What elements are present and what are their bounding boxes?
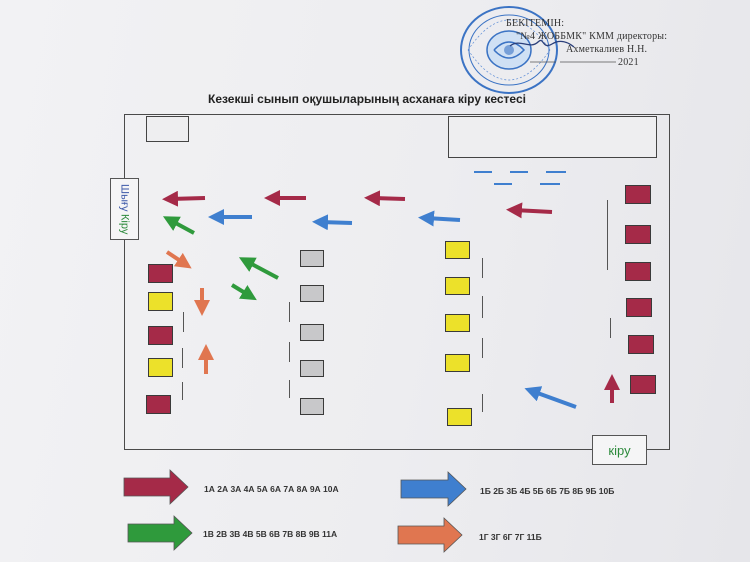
- exit-label: Шығу: [118, 184, 131, 212]
- table: [628, 335, 654, 354]
- table: [625, 262, 651, 281]
- table: [300, 360, 324, 377]
- table: [625, 225, 651, 244]
- divider-line: [289, 342, 290, 362]
- left-door: Шығу Кіру: [110, 178, 139, 240]
- legend-label-green: 1В 2В 3В 4В 5В 6В 7В 8В 9В 11А: [203, 529, 338, 539]
- table: [148, 326, 173, 345]
- table: [148, 264, 173, 283]
- legend-label-blue: 1Б 2Б 3Б 4Б 5Б 6Б 7Б 8Б 9Б 10Б: [480, 486, 615, 496]
- table: [445, 314, 470, 332]
- table: [300, 285, 324, 302]
- table: [630, 375, 656, 394]
- approval-line-4: 2021: [618, 57, 639, 68]
- divider-line: [482, 394, 483, 412]
- right-door: кіру: [592, 435, 647, 465]
- table: [300, 324, 324, 341]
- table: [445, 241, 470, 259]
- enter-label-left: Кіру: [118, 213, 131, 234]
- table: [447, 408, 472, 426]
- divider-line: [482, 296, 483, 318]
- table: [300, 250, 324, 267]
- approval-line-2: "№4 ЖОББМК" КММ директоры:: [516, 31, 668, 42]
- table: [626, 298, 652, 317]
- divider-line: [289, 380, 290, 398]
- approval-line-1: БЕКІТЕМІН:: [506, 18, 565, 29]
- divider-line: [610, 318, 611, 338]
- legend-label-maroon: 1А 2А 3А 4А 5А 6А 7А 8А 9А 10А: [204, 484, 339, 494]
- divider-line: [482, 338, 483, 358]
- divider-line: [607, 200, 608, 270]
- corner-box: [146, 116, 189, 142]
- divider-line: [183, 312, 184, 332]
- dining-hall-outline: [124, 114, 670, 450]
- divider-line: [482, 258, 483, 278]
- table: [146, 395, 171, 414]
- table: [445, 277, 470, 295]
- enter-label-right: кіру: [608, 442, 631, 458]
- legend-label-orange: 1Г 3Г 6Г 7Г 11Б: [479, 532, 542, 542]
- table: [148, 292, 173, 311]
- divider-line: [289, 302, 290, 322]
- table: [148, 358, 173, 377]
- table: [625, 185, 651, 204]
- serving-counter: [448, 116, 657, 158]
- divider-line: [182, 382, 183, 400]
- table: [300, 398, 324, 415]
- divider-line: [182, 348, 183, 368]
- table: [445, 354, 470, 372]
- page-title: Кезекші сынып оқушыларының асханаға кіру…: [208, 92, 526, 106]
- approval-line-3: Ахметкалиев Н.Н.: [566, 44, 648, 55]
